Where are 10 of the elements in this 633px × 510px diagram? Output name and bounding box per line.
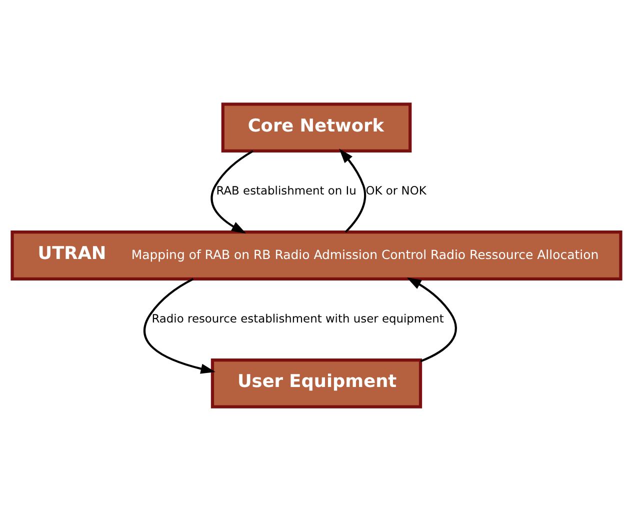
- node-box: Core Network: [221, 102, 412, 152]
- edge-label: RAB establishment on Iu: [216, 182, 356, 197]
- edge-label: Radio resource establishment with user equipment: [152, 310, 444, 325]
- edge-label: OK or NOK: [366, 182, 426, 197]
- arrow: [210, 150, 254, 233]
- arrow: [406, 276, 457, 362]
- arrow: [339, 148, 366, 232]
- node-box: UTRAN Mapping of RAB on RB Radio Admission Control Radio Ressource Allocation: [10, 230, 622, 280]
- node-box: User Equipment: [210, 358, 422, 408]
- arrow: [144, 278, 216, 374]
